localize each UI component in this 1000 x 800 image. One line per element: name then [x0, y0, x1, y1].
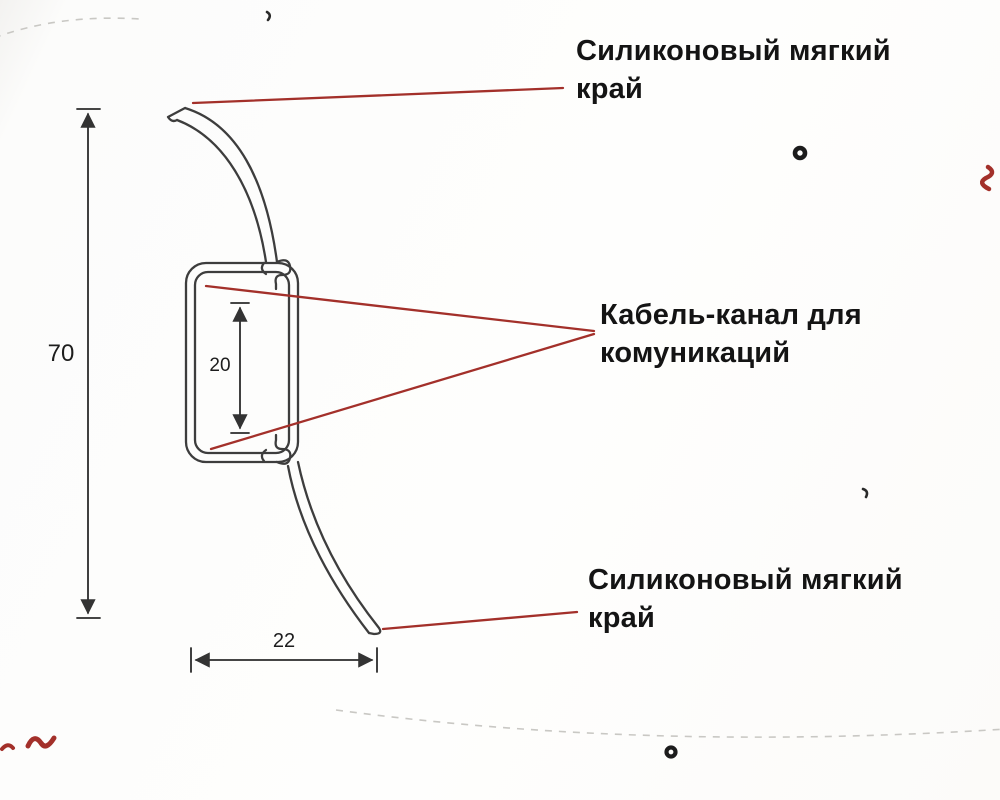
- dimension-lines: [76, 108, 378, 673]
- profile-outline: [166, 106, 382, 636]
- dashed-curve-top-left: [0, 17, 141, 37]
- background-dashed-curves: [0, 17, 1000, 738]
- ring-speck-right: [792, 145, 808, 161]
- top-blade: [166, 106, 279, 264]
- dashed-curve-bottom: [335, 709, 1000, 738]
- red-squiggle-right-edge: [979, 164, 995, 192]
- specks: [265, 10, 869, 759]
- leader-top-edge: [191, 86, 565, 105]
- annotation-lines: [191, 86, 596, 631]
- cable-channel-inner: [193, 270, 291, 455]
- dimension-width-22: 22: [272, 630, 296, 652]
- dimension-height-70: 70: [47, 340, 75, 367]
- ring-speck-bottom: [664, 745, 678, 759]
- red-squiggle-left-edge: [0, 743, 15, 751]
- label-bottom-soft-edge: Силиконовый мягкий край: [588, 564, 903, 634]
- leader-cable-channel-upper: [204, 284, 596, 333]
- label-top-soft-edge: Силиконовый мягкий край: [576, 35, 891, 105]
- speck-mid-right: [861, 487, 869, 499]
- red-squiggle-bottom-left: [25, 735, 57, 749]
- cable-channel-outer: [184, 261, 300, 464]
- bottom-clip: [260, 433, 292, 465]
- bottom-blade: [286, 460, 382, 636]
- label-cable-channel: Кабель-канал для комуникаций: [600, 299, 862, 369]
- red-squiggles: [0, 164, 995, 751]
- speck-top: [265, 10, 272, 22]
- leader-cable-channel-lower: [209, 332, 596, 451]
- leader-bottom-edge: [381, 610, 579, 631]
- dimension-channel-20: 20: [209, 355, 231, 376]
